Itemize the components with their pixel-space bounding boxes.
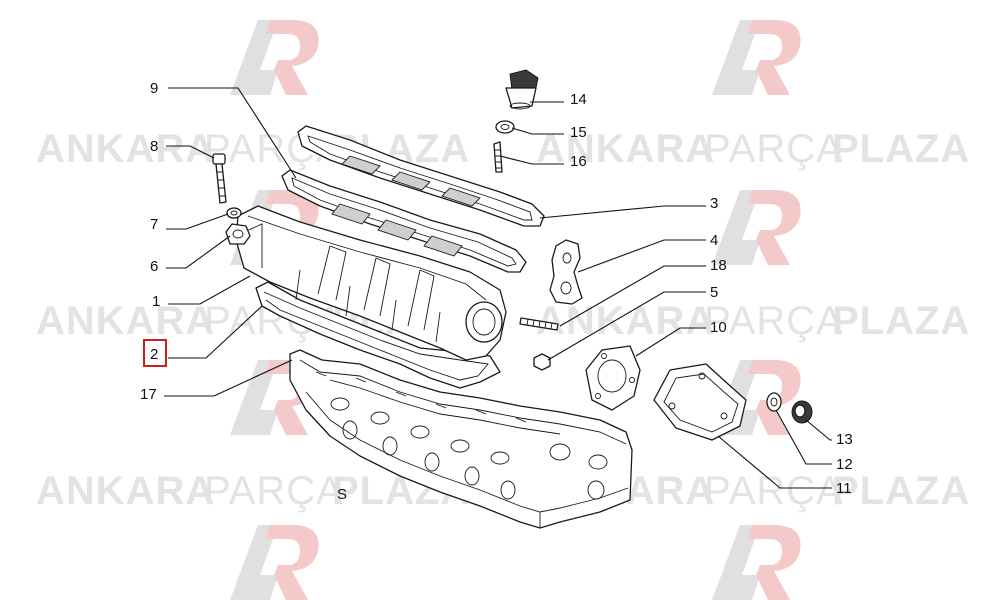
watermark-row-1b: ANKARA PARÇA PLAZA [536, 127, 970, 171]
leader-line-10 [635, 327, 706, 357]
watermark-logo-icon [230, 20, 319, 95]
callout-3: 3 [710, 195, 718, 212]
leader-line-15 [511, 127, 564, 135]
watermark-text: PLAZA [832, 299, 970, 343]
part-bolt-8 [212, 153, 227, 204]
callout-6: 6 [150, 258, 158, 275]
callout-15: 15 [570, 124, 587, 141]
callout-12: 12 [836, 456, 853, 473]
part-gasket-3 [297, 125, 545, 227]
watermark-text: PARÇA [704, 299, 844, 343]
callout-10: 10 [710, 319, 727, 336]
part-cap-14 [505, 69, 539, 110]
part-cylinder-head: S [289, 349, 633, 529]
callout-18: 18 [710, 257, 727, 274]
watermark-text: PARÇA [204, 469, 344, 513]
head-ports [315, 371, 608, 500]
callout-4: 4 [710, 232, 718, 249]
watermark-text: PARÇA [704, 127, 844, 171]
part-flange-10 [585, 345, 641, 411]
leader-line-8 [166, 145, 215, 159]
callout-1: 1 [152, 293, 160, 310]
leader-line-17 [164, 359, 293, 397]
part-washer-7 [226, 207, 242, 219]
leader-line-16 [499, 155, 564, 165]
part-washer-12 [766, 392, 782, 412]
watermark-logo-icon [712, 190, 801, 265]
leader-line-3 [539, 205, 706, 219]
highlight-box [143, 339, 167, 367]
part-cover-11 [653, 363, 747, 441]
watermark-text: PLAZA [832, 127, 970, 171]
leader-line-7 [166, 213, 229, 230]
callout-7: 7 [150, 216, 158, 233]
leader-line-5 [547, 291, 706, 361]
callouts-layer: 9 8 7 6 1 2 17 14 15 16 3 4 [140, 80, 853, 497]
part-nut-13 [791, 400, 813, 424]
watermark-text: PARÇA [704, 469, 844, 513]
callout-8: 8 [150, 138, 158, 155]
part-grommet-6 [225, 223, 251, 245]
watermark-logo-icon [712, 20, 801, 95]
part-stud-16 [493, 141, 503, 173]
watermark-row-2b: ANKARA PARÇA PLAZA [536, 299, 970, 343]
callout-16: 16 [570, 153, 587, 170]
watermark-text: ANKARA [36, 469, 215, 513]
part-nut-5 [533, 353, 551, 371]
callout-9: 9 [150, 80, 158, 97]
watermark-text: ANKARA [36, 127, 215, 171]
watermark-text: ANKARA [36, 299, 215, 343]
watermark-logo-icon [230, 525, 319, 600]
leader-line-9 [168, 87, 297, 179]
part-valve-cover [235, 205, 507, 361]
leader-line-1 [168, 275, 251, 305]
callout-14: 14 [570, 91, 587, 108]
watermark-text: PLAZA [832, 469, 970, 513]
callout-5: 5 [710, 284, 718, 301]
leader-line-12 [775, 409, 832, 465]
leader-line-11 [717, 435, 832, 489]
watermark-text: ANKARA [536, 299, 715, 343]
callout-13: 13 [836, 431, 853, 448]
watermark-text: ANKARA [536, 127, 715, 171]
callout-17: 17 [140, 386, 157, 403]
watermark-logo-icon [712, 525, 801, 600]
callout-2: 2 [150, 346, 158, 363]
leader-line-2 [168, 305, 263, 359]
parts-layer: S [212, 69, 813, 529]
part-stud-18 [519, 317, 559, 331]
part-washer-15 [495, 120, 515, 134]
leader-line-13 [805, 419, 832, 441]
leader-line-6 [166, 235, 231, 269]
part-gasket-lower [255, 281, 501, 389]
leader-line-18 [559, 265, 706, 327]
part-bracket-4 [549, 239, 583, 305]
part-gasket-9 [281, 169, 527, 273]
callout-11: 11 [836, 480, 852, 497]
leader-line-4 [577, 239, 706, 273]
head-marking: S [337, 486, 347, 503]
